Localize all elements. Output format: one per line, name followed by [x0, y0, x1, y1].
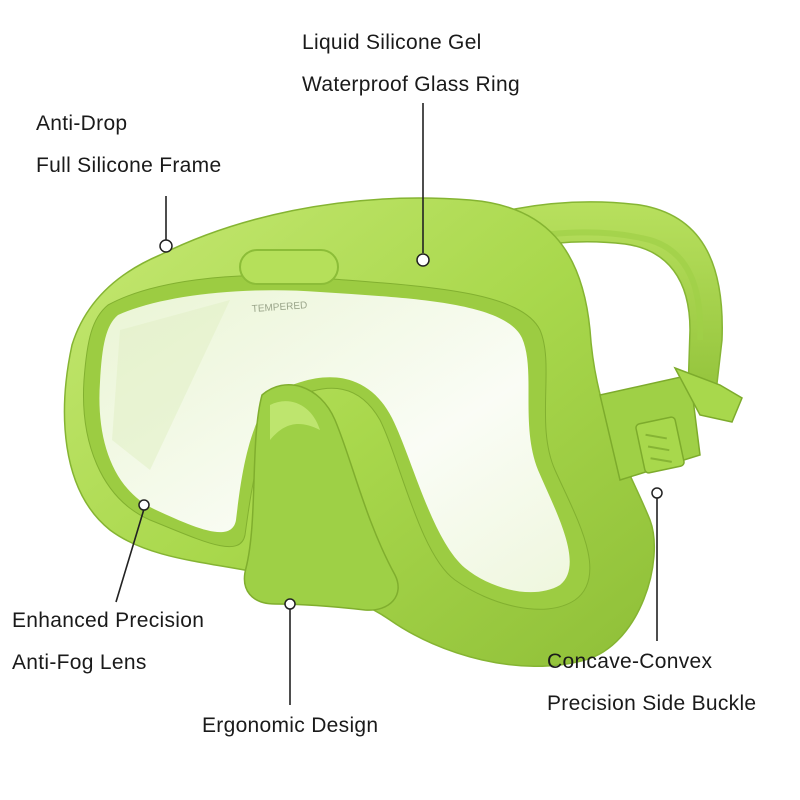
callout-lines: [115, 103, 658, 705]
nose-highlight: [270, 401, 320, 440]
callout-side-buckle: Concave-Convex Precision Side Buckle: [547, 641, 756, 725]
lens-reflection: [112, 300, 230, 470]
callout-anti-drop: Anti-Drop Full Silicone Frame: [36, 103, 221, 187]
callout-markers: [138, 239, 663, 610]
callout-buckle-line1: Concave-Convex: [547, 650, 713, 673]
lens-imprint: TEMPERED: [251, 300, 307, 315]
frame-top-vent: [239, 249, 339, 285]
buckle-ridge: [645, 433, 672, 463]
callout-ergonomic: Ergonomic Design: [202, 705, 378, 747]
callout-antidrop-line1: Anti-Drop: [36, 112, 128, 135]
callout-buckle-line2: Precision Side Buckle: [547, 692, 757, 715]
callout-ergo-line1: Ergonomic Design: [202, 714, 379, 737]
strap-tab: [673, 366, 743, 423]
callout-marker-buckle-icon: [651, 487, 663, 499]
callout-marker-liquid-icon: [416, 253, 430, 267]
callout-liquid-silicone: Liquid Silicone Gel Waterproof Glass Rin…: [302, 22, 520, 106]
callout-marker-lens-icon: [138, 499, 150, 511]
callout-marker-ergo-icon: [284, 598, 296, 610]
callout-liquid-line2: Waterproof Glass Ring: [302, 73, 520, 96]
buckle-button: [635, 416, 685, 474]
callout-lens-line2: Anti-Fog Lens: [12, 651, 147, 674]
callout-liquid-line1: Liquid Silicone Gel: [302, 31, 482, 54]
nose-pocket: [243, 384, 399, 611]
callout-marker-antidrop-icon: [159, 239, 173, 253]
callout-line-lens: [115, 508, 145, 603]
callout-lens-line1: Enhanced Precision: [12, 609, 205, 632]
lens-glass: [99, 290, 570, 593]
callout-anti-fog-lens: Enhanced Precision Anti-Fog Lens: [12, 600, 204, 684]
callout-antidrop-line2: Full Silicone Frame: [36, 154, 222, 177]
